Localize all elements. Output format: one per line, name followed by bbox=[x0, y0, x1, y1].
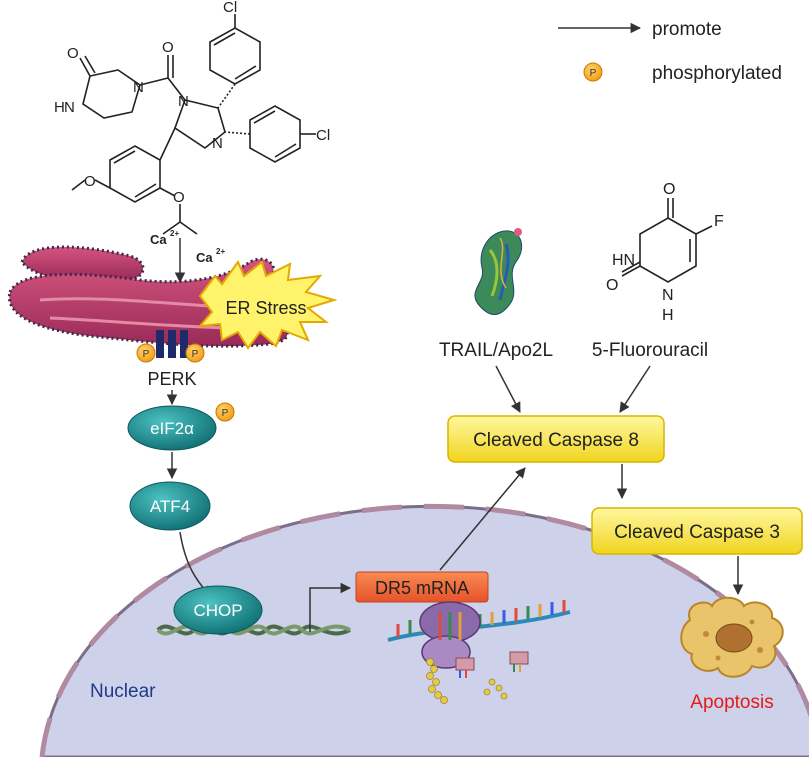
er-stress-burst bbox=[197, 259, 338, 350]
caspase3-label: Cleaved Caspase 3 bbox=[614, 522, 780, 543]
svg-text:O: O bbox=[173, 189, 185, 206]
svg-text:F: F bbox=[714, 213, 724, 230]
piperazine-h: H bbox=[54, 99, 65, 116]
arrow-dna-to-dr5 bbox=[309, 582, 352, 632]
er-stress-label: ER Stress bbox=[225, 298, 306, 318]
svg-text:N: N bbox=[64, 99, 75, 116]
perk-label: PERK bbox=[147, 369, 196, 389]
dr5-mrna-label: DR5 mRNA bbox=[375, 578, 469, 598]
eif2a-node: eIF2α bbox=[127, 405, 217, 451]
legend: promote P phosphorylated bbox=[558, 19, 782, 84]
svg-text:N: N bbox=[133, 79, 144, 96]
perk-phospho-right: P bbox=[185, 343, 205, 363]
eif2a-phospho: P bbox=[215, 402, 235, 422]
arrow-fu-to-caspase8 bbox=[619, 365, 651, 413]
atf4-label: ATF4 bbox=[150, 497, 190, 516]
svg-text:N: N bbox=[212, 135, 223, 152]
trna-molecules bbox=[455, 651, 529, 678]
svg-text:H: H bbox=[662, 307, 674, 324]
svg-text:Ca: Ca bbox=[196, 250, 213, 265]
caspase8-box: Cleaved Caspase 8 bbox=[447, 415, 665, 463]
eif2a-label: eIF2α bbox=[150, 419, 194, 438]
chop-node: CHOP bbox=[173, 585, 263, 635]
svg-text:Cl: Cl bbox=[316, 127, 330, 144]
svg-text:P: P bbox=[192, 349, 199, 360]
svg-text:O: O bbox=[162, 39, 174, 56]
svg-text:P: P bbox=[143, 349, 150, 360]
svg-text:N: N bbox=[178, 93, 189, 110]
arrow-trail-to-caspase8 bbox=[495, 365, 521, 413]
svg-text:HN: HN bbox=[612, 252, 635, 269]
nuclear-label: Nuclear bbox=[90, 681, 156, 702]
svg-text:2+: 2+ bbox=[216, 247, 225, 256]
apoptosis-label: Apoptosis bbox=[690, 692, 773, 713]
perk-phospho-left: P bbox=[136, 343, 156, 363]
peptide-chain bbox=[426, 658, 508, 704]
legend-phospho-icon bbox=[583, 62, 603, 82]
svg-text:O: O bbox=[84, 173, 96, 190]
caspase3-box: Cleaved Caspase 3 bbox=[591, 507, 803, 555]
svg-text:O: O bbox=[663, 181, 675, 198]
svg-text:Ca: Ca bbox=[150, 232, 167, 247]
apoptotic-cell-icon bbox=[680, 596, 784, 678]
chop-label: CHOP bbox=[193, 601, 242, 620]
svg-text:N: N bbox=[662, 287, 674, 304]
legend-phosphorylated-label: phosphorylated bbox=[652, 63, 782, 84]
svg-text:P: P bbox=[590, 68, 597, 79]
svg-text:O: O bbox=[67, 45, 79, 62]
atf4-node: ATF4 bbox=[129, 481, 211, 531]
legend-promote-label: promote bbox=[652, 19, 722, 40]
trail-label: TRAIL/Apo2L bbox=[439, 340, 553, 361]
svg-text:Cl: Cl bbox=[223, 0, 237, 16]
dr5-mrna-box: DR5 mRNA bbox=[355, 571, 489, 603]
drug-molecule-structure bbox=[71, 14, 316, 235]
svg-text:P: P bbox=[222, 408, 229, 419]
trail-protein-structure bbox=[474, 228, 522, 315]
drug-molecule-atoms: Cl Cl O N N N O N H O O bbox=[64, 0, 330, 206]
caspase8-label: Cleaved Caspase 8 bbox=[473, 430, 639, 451]
fluorouracil-structure bbox=[621, 198, 713, 283]
fluorouracil-label: 5-Fluorouracil bbox=[592, 340, 708, 361]
arrow-dr5-to-caspase8 bbox=[439, 467, 526, 571]
perk-receptor bbox=[156, 330, 188, 358]
svg-text:2+: 2+ bbox=[170, 229, 179, 238]
svg-text:O: O bbox=[606, 277, 618, 294]
fluorouracil-atoms: O F HN O N H bbox=[606, 181, 724, 324]
calcium-labels: Ca 2+ Ca 2+ bbox=[150, 229, 225, 265]
